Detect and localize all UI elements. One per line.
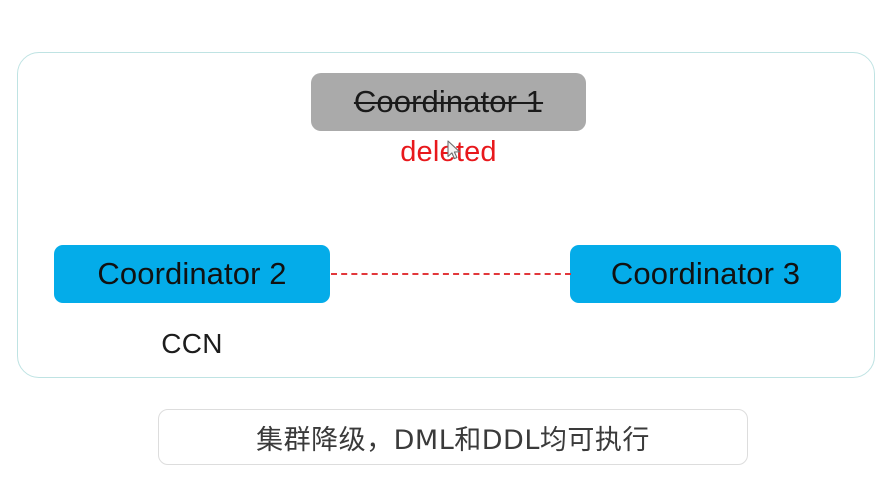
node-coordinator-3-label: Coordinator 3 (610, 256, 801, 291)
deleted-annotation: deleted (400, 136, 497, 168)
node-coordinator-1-label: Coordinator 1 (353, 84, 544, 119)
dashed-line (331, 273, 571, 275)
caption-text: 集群降级，DML和DDL均可执行 (256, 424, 650, 456)
node-coordinator-3[interactable]: Coordinator 3 (570, 245, 841, 303)
caption-box: 集群降级，DML和DDL均可执行 (158, 409, 748, 465)
node-coordinator-2[interactable]: Coordinator 2 (54, 245, 330, 303)
link-coordinator-2-to-3 (331, 272, 571, 276)
node-coordinator-1[interactable]: Coordinator 1 (311, 73, 586, 131)
ccn-role-label: CCN (161, 328, 223, 359)
node-coordinator-2-label: Coordinator 2 (97, 256, 287, 291)
